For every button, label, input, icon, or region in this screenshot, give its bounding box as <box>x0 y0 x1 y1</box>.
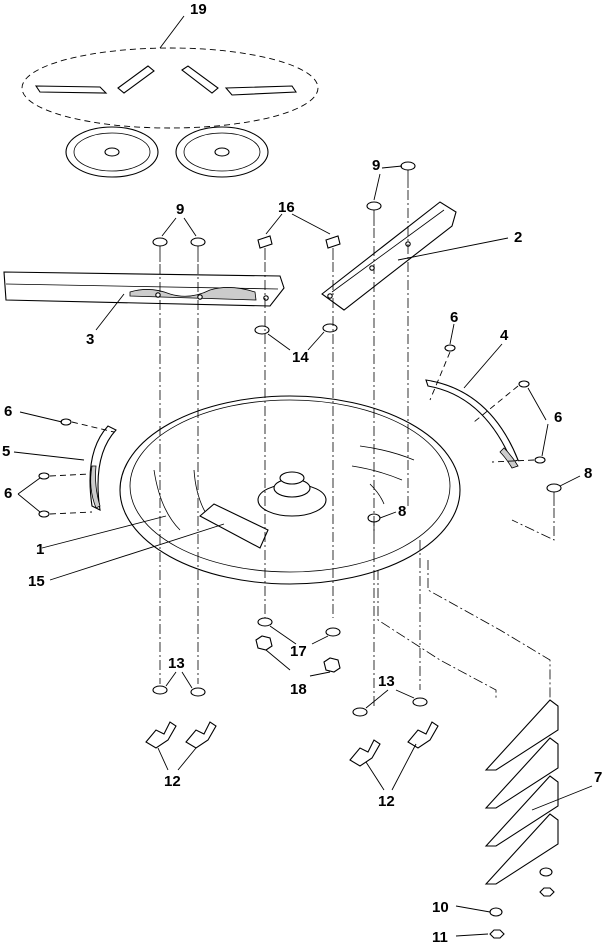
callout-9-right: 9 <box>372 157 380 174</box>
callout-6-right: 6 <box>554 409 562 426</box>
callout-10: 10 <box>432 899 449 916</box>
callout-2: 2 <box>514 229 522 246</box>
callout-13-left: 13 <box>168 655 185 672</box>
callout-6-top: 6 <box>450 309 458 326</box>
shield-15 <box>49 503 269 581</box>
blade-3 <box>3 271 285 331</box>
callout-12-left: 12 <box>164 773 181 790</box>
blades-7 <box>484 699 593 885</box>
callout-18: 18 <box>290 681 307 698</box>
callout-12-right: 12 <box>378 793 395 810</box>
callout-11: 11 <box>432 929 448 946</box>
guard-4 <box>425 323 549 469</box>
callout-14: 14 <box>292 349 309 366</box>
washer-10-nut-11 <box>455 867 555 939</box>
callout-19: 19 <box>190 1 207 18</box>
washers-13 <box>152 671 428 717</box>
callout-1: 1 <box>36 541 44 558</box>
guard-5 <box>13 411 117 518</box>
callout-15: 15 <box>28 573 45 590</box>
carriage-bolts-9 <box>152 161 416 262</box>
wing-nuts-12 <box>145 721 439 791</box>
assembly-centerlines <box>159 190 555 708</box>
washers-17 <box>257 617 341 645</box>
callout-6-left-bottom: 6 <box>4 485 12 502</box>
callout-16: 16 <box>278 199 295 216</box>
callout-4: 4 <box>500 327 509 344</box>
callout-7: 7 <box>594 769 602 786</box>
cutting-disc-1 <box>41 395 461 585</box>
kit-group-19 <box>21 15 319 178</box>
callout-5: 5 <box>2 443 10 460</box>
callout-6-left-top: 6 <box>4 403 12 420</box>
bolts-8 <box>367 475 581 534</box>
callout-8-center: 8 <box>398 503 406 520</box>
washers-14 <box>254 323 338 351</box>
callout-13-right: 13 <box>378 673 395 690</box>
callout-9-left: 9 <box>176 201 184 218</box>
callout-17: 17 <box>290 643 307 660</box>
nuts-18 <box>255 635 341 677</box>
callout-8-right: 8 <box>584 465 592 482</box>
hex-bolts-16 <box>257 213 341 260</box>
blade-2 <box>321 201 509 311</box>
callout-3: 3 <box>86 331 94 348</box>
